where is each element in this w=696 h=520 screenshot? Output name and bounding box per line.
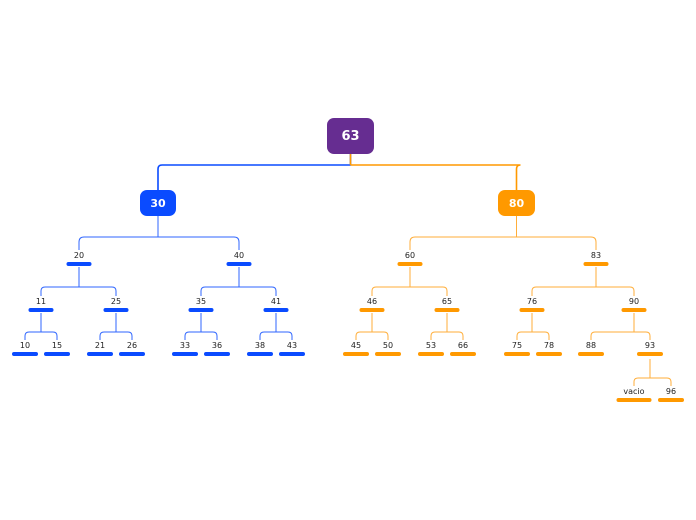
node-label-60: 60: [404, 251, 416, 260]
node-bar-33[interactable]: [172, 352, 198, 356]
edge-41-branch-0: [259, 331, 276, 340]
node-bar-40[interactable]: [226, 262, 252, 266]
edge-root-right-branch-0: [350, 164, 521, 190]
edge-80-branch-0: [409, 236, 517, 250]
edge-83-branch-0: [531, 286, 596, 296]
node-label-76: 76: [526, 297, 538, 306]
node-bar-60[interactable]: [397, 262, 423, 266]
edge-20-branch-0: [40, 286, 79, 296]
edge-30-branch-0: [78, 236, 158, 250]
edge-root-left-branch-0: [157, 164, 351, 190]
node-label-26: 26: [126, 341, 138, 350]
node-label-90: 90: [628, 297, 640, 306]
edge-11-branch-1: [41, 331, 58, 340]
node-bar-41[interactable]: [263, 308, 289, 312]
node-bar-50[interactable]: [375, 352, 401, 356]
node-bar-46[interactable]: [359, 308, 385, 312]
node-bar-90[interactable]: [621, 308, 647, 312]
node-bar-11[interactable]: [28, 308, 54, 312]
node-label-33: 33: [179, 341, 191, 350]
edge-25-branch-1: [116, 331, 133, 340]
node-label-15: 15: [51, 341, 63, 350]
edge-46-branch-1: [372, 331, 389, 340]
edge-41-branch-1: [276, 331, 293, 340]
node-label-43: 43: [286, 341, 298, 350]
node-bar-38[interactable]: [247, 352, 273, 356]
edge-90-branch-0: [590, 331, 634, 340]
edge-40-branch-1: [239, 286, 277, 296]
node-bar-43[interactable]: [279, 352, 305, 356]
node-bar-96[interactable]: [658, 398, 684, 402]
node-bar-83[interactable]: [583, 262, 609, 266]
node-label-21: 21: [94, 341, 106, 350]
node-bar-66[interactable]: [450, 352, 476, 356]
node-bar-vacio[interactable]: [616, 398, 652, 402]
node-label-50: 50: [382, 341, 394, 350]
node-bar-75[interactable]: [504, 352, 530, 356]
edge-11-branch-0: [24, 331, 41, 340]
node-bar-26[interactable]: [119, 352, 145, 356]
node-label-35: 35: [195, 297, 207, 306]
edge-46-branch-0: [355, 331, 372, 340]
node-label-10: 10: [19, 341, 31, 350]
node-label-41: 41: [270, 297, 282, 306]
edge-25-branch-0: [99, 331, 116, 340]
node-label-vacio: vacio: [623, 387, 645, 396]
node-bar-76[interactable]: [519, 308, 545, 312]
edge-20-branch-1: [79, 286, 117, 296]
node-bar-65[interactable]: [434, 308, 460, 312]
edge-80-branch-1: [516, 236, 597, 250]
edge-60-branch-1: [410, 286, 448, 296]
node-bar-93[interactable]: [637, 352, 663, 356]
node-label-25: 25: [110, 297, 122, 306]
node-label-66: 66: [457, 341, 469, 350]
edge-60-branch-0: [371, 286, 410, 296]
node-bar-36[interactable]: [204, 352, 230, 356]
node-label-96: 96: [665, 387, 677, 396]
node-label-36: 36: [211, 341, 223, 350]
edge-40-branch-0: [200, 286, 239, 296]
edge-35-branch-1: [201, 331, 218, 340]
node-bar-10[interactable]: [12, 352, 38, 356]
root-node[interactable]: 63: [327, 118, 374, 154]
node-label-46: 46: [366, 297, 378, 306]
node-bar-21[interactable]: [87, 352, 113, 356]
node-label-53: 53: [425, 341, 437, 350]
node-bar-35[interactable]: [188, 308, 214, 312]
node-label-83: 83: [590, 251, 602, 260]
edge-90-branch-1: [634, 331, 651, 340]
edge-35-branch-0: [184, 331, 201, 340]
edge-65-branch-1: [447, 331, 464, 340]
edge-83-branch-1: [596, 286, 635, 296]
node-bar-20[interactable]: [66, 262, 92, 266]
node-label-45: 45: [350, 341, 362, 350]
node-bar-53[interactable]: [418, 352, 444, 356]
edge-93-branch-1: [650, 377, 672, 386]
node-label-78: 78: [543, 341, 555, 350]
node-label-93: 93: [644, 341, 656, 350]
node-80[interactable]: 80: [498, 190, 535, 216]
edge-30-branch-1: [158, 236, 240, 250]
node-label-11: 11: [35, 297, 47, 306]
node-label-20: 20: [73, 251, 85, 260]
node-label-88: 88: [585, 341, 597, 350]
node-label-65: 65: [441, 297, 453, 306]
node-label-38: 38: [254, 341, 266, 350]
node-bar-15[interactable]: [44, 352, 70, 356]
edge-76-branch-1: [532, 331, 550, 340]
node-label-40: 40: [233, 251, 245, 260]
node-30[interactable]: 30: [140, 190, 176, 216]
edge-65-branch-0: [430, 331, 447, 340]
edge-76-branch-0: [516, 331, 532, 340]
node-bar-88[interactable]: [578, 352, 604, 356]
node-label-75: 75: [511, 341, 523, 350]
node-bar-25[interactable]: [103, 308, 129, 312]
edge-93-branch-0: [633, 377, 650, 386]
node-bar-45[interactable]: [343, 352, 369, 356]
node-bar-78[interactable]: [536, 352, 562, 356]
